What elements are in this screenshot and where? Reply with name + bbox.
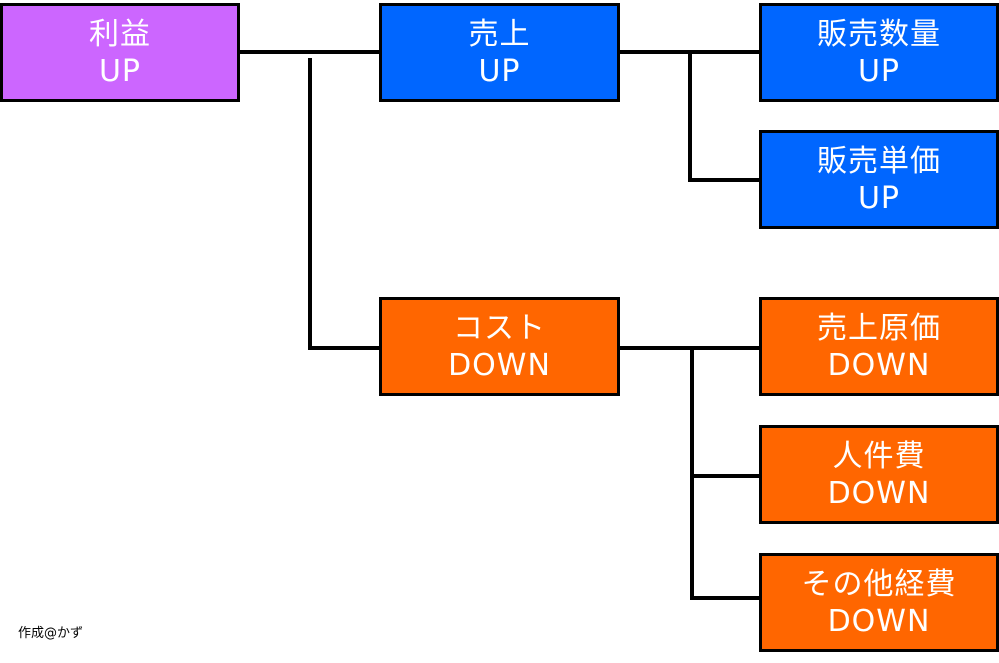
node-sales-volume-direction: UP xyxy=(857,53,901,89)
node-cost-direction: DOWN xyxy=(448,347,551,383)
connector-other-expenses xyxy=(690,596,762,600)
connector-profit-sales xyxy=(238,50,382,54)
node-cost-of-sales: 売上原価 DOWN xyxy=(759,297,999,396)
node-profit-direction: UP xyxy=(98,53,142,89)
node-cost-of-sales-direction: DOWN xyxy=(827,347,931,383)
node-unit-price-title: 販売単価 xyxy=(817,143,941,179)
node-profit-title: 利益 xyxy=(89,16,151,52)
node-other-expenses-title: その他経費 xyxy=(801,566,957,602)
connector-trunk-level1 xyxy=(308,58,312,350)
connector-personnel xyxy=(690,474,762,478)
author-credit: 作成@かず xyxy=(18,626,84,641)
node-other-expenses-direction: DOWN xyxy=(827,603,931,639)
node-personnel-direction: DOWN xyxy=(827,475,931,511)
node-cost-of-sales-title: 売上原価 xyxy=(817,310,941,346)
node-cost-title: コスト xyxy=(453,310,546,346)
node-unit-price: 販売単価 UP xyxy=(759,130,999,229)
node-sales-volume-title: 販売数量 xyxy=(817,16,941,52)
node-sales-volume: 販売数量 UP xyxy=(759,3,999,102)
connector-unit-price xyxy=(688,178,762,182)
connector-sales-volume xyxy=(618,50,762,54)
connector-trunk-sales xyxy=(688,54,692,182)
node-unit-price-direction: UP xyxy=(857,180,901,216)
connector-trunk-cost xyxy=(308,346,382,350)
node-personnel-title: 人件費 xyxy=(832,438,926,474)
node-sales: 売上 UP xyxy=(379,3,620,102)
node-sales-title: 売上 xyxy=(468,16,531,52)
node-other-expenses: その他経費 DOWN xyxy=(759,553,999,652)
node-sales-direction: UP xyxy=(478,53,521,89)
node-cost: コスト DOWN xyxy=(379,297,620,396)
node-personnel: 人件費 DOWN xyxy=(759,425,999,524)
node-profit: 利益 UP xyxy=(0,3,240,102)
